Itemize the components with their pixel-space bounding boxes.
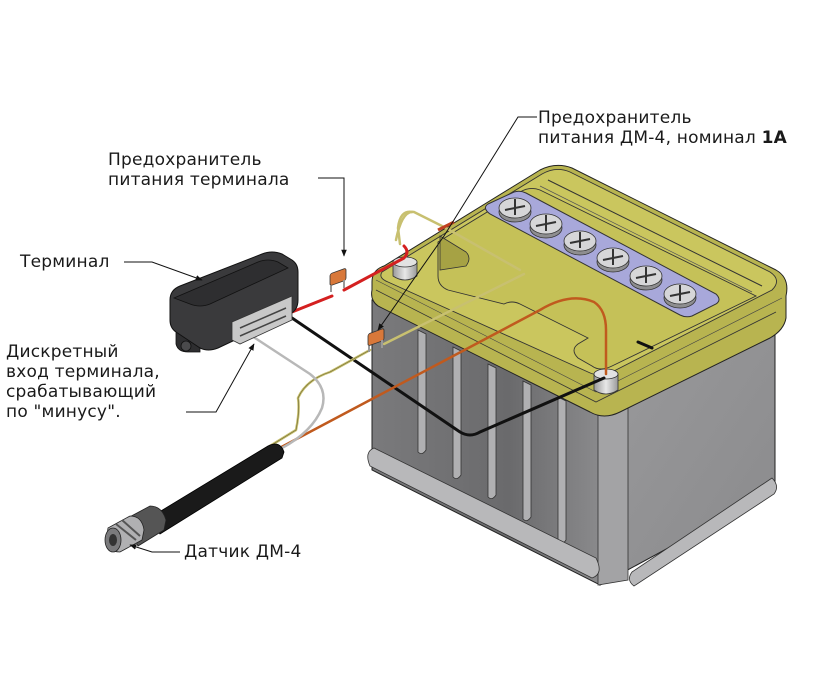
vent-cap	[629, 265, 663, 291]
label-dm4-fuse-line2-text: питания ДМ-4, номинал	[538, 128, 762, 148]
label-discrete-input-line3: срабатывающий	[6, 382, 157, 402]
wire-terminal-power	[290, 244, 409, 314]
wire-ground	[290, 316, 606, 437]
label-dm4-fuse-line1: Предохранитель	[538, 108, 692, 128]
leader-terminal-fuse	[318, 177, 347, 257]
battery-lid-plateau	[437, 187, 758, 370]
vent-cap	[596, 247, 630, 273]
battery	[367, 164, 788, 587]
vent-caps	[498, 197, 697, 309]
label-discrete-input-line2: вход терминала,	[6, 362, 160, 382]
terminal-connector	[231, 295, 293, 345]
battery-base-rim	[367, 447, 600, 579]
label-terminal-fuse-line1: Предохранитель	[108, 150, 262, 170]
leader-lines	[124, 116, 537, 553]
leader-discrete-input	[186, 343, 255, 413]
terminal-fuse	[329, 268, 347, 292]
label-terminal: Терминал	[20, 252, 110, 272]
label-dm4-fuse-line2: питания ДМ-4, номинал 1А	[538, 128, 787, 148]
label-terminal-fuse: Предохранитель питания терминала	[108, 150, 290, 190]
wire-dm4-power	[270, 297, 608, 454]
leader-sensor	[129, 544, 180, 553]
battery-ribs	[417, 329, 567, 544]
label-sensor: Датчик ДМ-4	[184, 542, 302, 562]
wires	[250, 210, 608, 454]
terminal-device	[169, 251, 299, 353]
minus-mark	[636, 340, 654, 350]
leader-terminal	[124, 261, 203, 281]
leader-dm4-fuse	[377, 116, 537, 331]
wire-discrete-input	[250, 334, 325, 450]
sensor-dm4	[104, 443, 285, 553]
label-discrete-input-line4: по "минусу".	[6, 402, 121, 422]
label-dm4-fuse-rating: 1А	[761, 128, 787, 148]
sensor-cable-sleeve	[145, 443, 285, 535]
label-discrete-input-line1: Дискретный	[6, 342, 119, 362]
vent-cap	[563, 230, 597, 256]
label-terminal-fuse-line2: питания терминала	[108, 170, 290, 190]
vent-cap	[498, 197, 532, 223]
label-discrete-input: Дискретный вход терминала, срабатывающий…	[6, 342, 160, 422]
vent-cap	[663, 283, 697, 309]
label-dm4-fuse: Предохранитель питания ДМ-4, номинал 1А	[538, 108, 787, 148]
vent-cap	[529, 213, 563, 239]
dm4-fuse	[367, 328, 385, 352]
